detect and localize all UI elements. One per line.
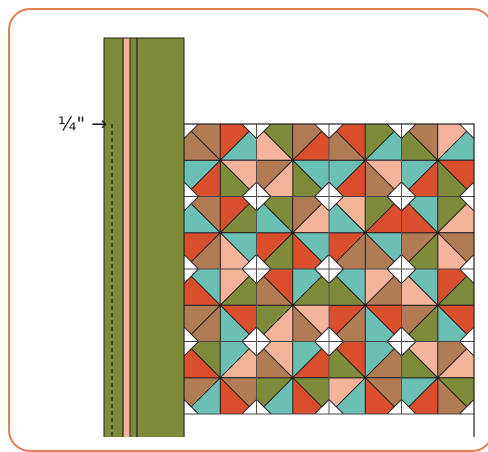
arrow-right-icon: → (91, 113, 108, 135)
quilt-binding-diagram (103, 37, 475, 437)
seam-allowance-label: ¼" → (58, 113, 107, 135)
quilt-top (184, 124, 474, 415)
binding-green-back (103, 37, 185, 437)
kaleidoscope-wedge (184, 124, 221, 161)
corner-triangle (459, 124, 474, 139)
kaleidoscope-wedge (184, 196, 221, 234)
kaleidoscope-wedge (184, 268, 221, 306)
kaleidoscope-wedge (184, 341, 221, 379)
corner-triangle (184, 124, 199, 139)
binding-strip (103, 37, 185, 437)
binding-pink-fold (122, 37, 131, 437)
seam-allowance-text: ¼" (58, 113, 86, 135)
